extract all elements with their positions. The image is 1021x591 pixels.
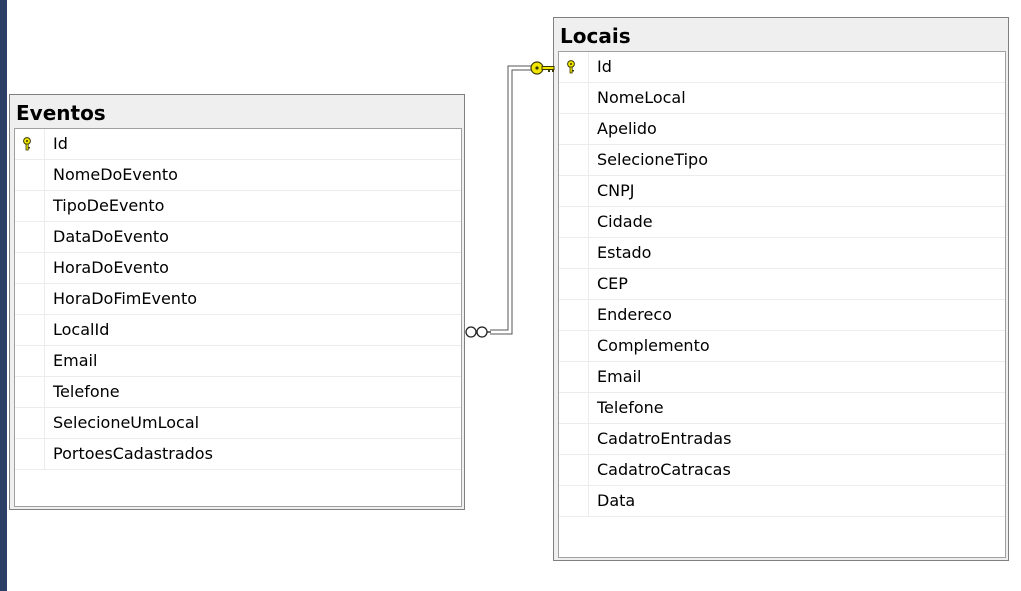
column-row[interactable]: CNPJ bbox=[559, 176, 1005, 207]
column-name[interactable]: Data bbox=[597, 491, 636, 510]
infinity-icon bbox=[465, 326, 491, 338]
column-name[interactable]: DataDoEvento bbox=[53, 227, 169, 246]
column-name[interactable]: HoraDoEvento bbox=[53, 258, 169, 277]
table-title[interactable]: Eventos bbox=[16, 101, 106, 125]
column-row[interactable]: NomeDoEvento bbox=[15, 160, 461, 191]
column-name[interactable]: Complemento bbox=[597, 336, 710, 355]
column-name[interactable]: SelecioneTipo bbox=[597, 150, 708, 169]
row-selector[interactable] bbox=[15, 346, 45, 376]
column-name[interactable]: CNPJ bbox=[597, 181, 635, 200]
column-name[interactable]: Cidade bbox=[597, 212, 653, 231]
row-selector[interactable] bbox=[559, 393, 589, 423]
column-name[interactable]: CadatroCatracas bbox=[597, 460, 731, 479]
column-name[interactable]: Email bbox=[597, 367, 642, 386]
column-name[interactable]: HoraDoFimEvento bbox=[53, 289, 198, 308]
column-row[interactable]: SelecioneTipo bbox=[559, 145, 1005, 176]
row-selector[interactable] bbox=[559, 145, 589, 175]
column-name[interactable]: Id bbox=[597, 57, 612, 76]
column-row[interactable]: TipoDeEvento bbox=[15, 191, 461, 222]
row-selector[interactable] bbox=[15, 377, 45, 407]
column-name[interactable]: Email bbox=[53, 351, 98, 370]
row-selector[interactable] bbox=[15, 408, 45, 438]
column-name[interactable]: Telefone bbox=[53, 382, 120, 401]
column-name[interactable]: NomeDoEvento bbox=[53, 165, 178, 184]
column-row[interactable]: DataDoEvento bbox=[15, 222, 461, 253]
row-selector[interactable] bbox=[559, 207, 589, 237]
column-name[interactable]: Apelido bbox=[597, 119, 657, 138]
column-row[interactable]: Apelido bbox=[559, 114, 1005, 145]
column-row[interactable]: NomeLocal bbox=[559, 83, 1005, 114]
row-selector[interactable] bbox=[559, 362, 589, 392]
column-row[interactable]: Email bbox=[559, 362, 1005, 393]
key-icon bbox=[567, 60, 575, 74]
column-row[interactable]: Telefone bbox=[559, 393, 1005, 424]
row-selector[interactable] bbox=[559, 52, 589, 82]
column-row[interactable]: HoraDoEvento bbox=[15, 253, 461, 284]
primary-key-row[interactable]: Id bbox=[559, 52, 1005, 83]
key-icon bbox=[530, 61, 555, 75]
table-title[interactable]: Locais bbox=[560, 24, 631, 48]
row-selector[interactable] bbox=[15, 439, 45, 469]
column-row[interactable]: CadatroEntradas bbox=[559, 424, 1005, 455]
column-row[interactable]: Email bbox=[15, 346, 461, 377]
column-row[interactable]: CEP bbox=[559, 269, 1005, 300]
column-row[interactable]: CadatroCatracas bbox=[559, 455, 1005, 486]
column-row[interactable]: PortoesCadastrados bbox=[15, 439, 461, 470]
primary-key-row[interactable]: Id bbox=[15, 129, 461, 160]
row-selector[interactable] bbox=[559, 114, 589, 144]
row-selector[interactable] bbox=[15, 160, 45, 190]
column-row[interactable]: Cidade bbox=[559, 207, 1005, 238]
column-row[interactable]: Estado bbox=[559, 238, 1005, 269]
row-selector[interactable] bbox=[559, 424, 589, 454]
column-row[interactable]: Telefone bbox=[15, 377, 461, 408]
row-selector[interactable] bbox=[559, 176, 589, 206]
column-row[interactable]: LocalId bbox=[15, 315, 461, 346]
column-row[interactable]: Data bbox=[559, 486, 1005, 517]
column-name[interactable]: CEP bbox=[597, 274, 628, 293]
column-name[interactable]: LocalId bbox=[53, 320, 110, 339]
row-selector[interactable] bbox=[15, 191, 45, 221]
row-selector[interactable] bbox=[559, 455, 589, 485]
column-name[interactable]: Id bbox=[53, 134, 68, 153]
column-name[interactable]: CadatroEntradas bbox=[597, 429, 732, 448]
column-row[interactable]: HoraDoFimEvento bbox=[15, 284, 461, 315]
column-name[interactable]: TipoDeEvento bbox=[53, 196, 165, 215]
column-row[interactable]: SelecioneUmLocal bbox=[15, 408, 461, 439]
row-selector[interactable] bbox=[559, 238, 589, 268]
row-selector[interactable] bbox=[15, 284, 45, 314]
row-selector[interactable] bbox=[559, 83, 589, 113]
column-name[interactable]: Telefone bbox=[597, 398, 664, 417]
row-selector[interactable] bbox=[15, 129, 45, 159]
row-selector[interactable] bbox=[559, 269, 589, 299]
column-row[interactable]: Endereco bbox=[559, 300, 1005, 331]
column-name[interactable]: Estado bbox=[597, 243, 652, 262]
column-row[interactable]: Complemento bbox=[559, 331, 1005, 362]
column-name[interactable]: Endereco bbox=[597, 305, 672, 324]
row-selector[interactable] bbox=[559, 300, 589, 330]
row-selector[interactable] bbox=[559, 331, 589, 361]
column-name[interactable]: NomeLocal bbox=[597, 88, 686, 107]
connector-path[interactable] bbox=[490, 65, 531, 335]
column-name[interactable]: SelecioneUmLocal bbox=[53, 413, 200, 432]
row-selector[interactable] bbox=[15, 315, 45, 345]
column-name[interactable]: PortoesCadastrados bbox=[53, 444, 213, 463]
row-selector[interactable] bbox=[559, 486, 589, 516]
row-selector[interactable] bbox=[15, 222, 45, 252]
key-icon bbox=[23, 137, 31, 151]
row-selector[interactable] bbox=[15, 253, 45, 283]
window-edge bbox=[0, 0, 7, 591]
